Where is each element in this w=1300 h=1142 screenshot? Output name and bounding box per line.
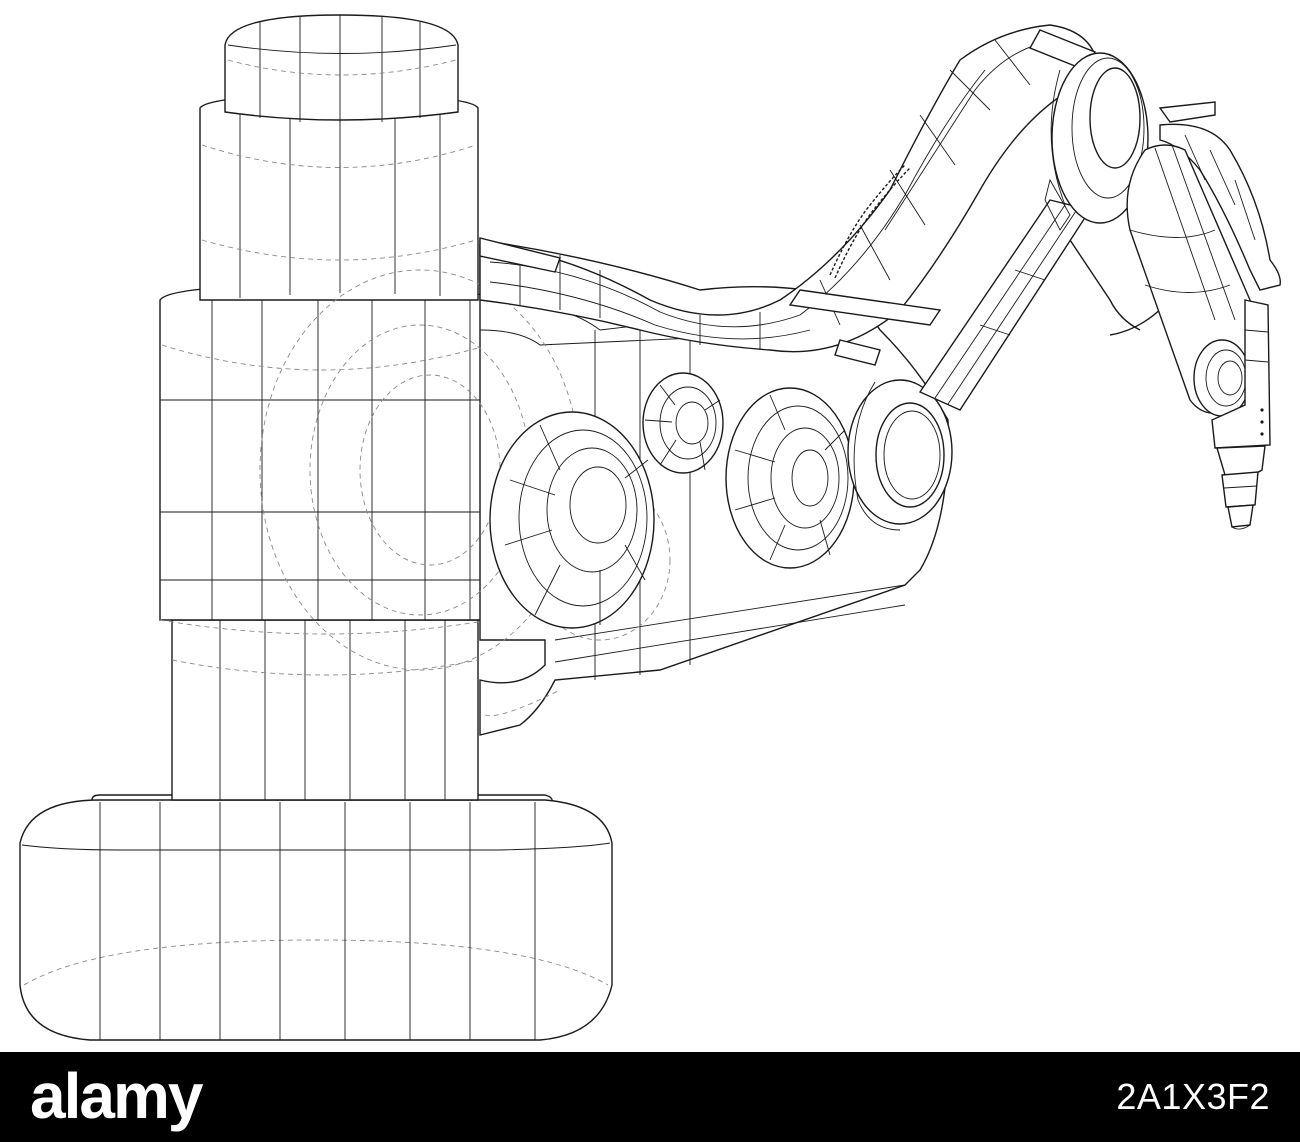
image-id-label: 2A1X3F2: [1116, 1076, 1270, 1117]
joint-disc-left: [489, 411, 655, 629]
joint-disc-elbow: [847, 379, 953, 531]
robot-column: [159, 14, 491, 801]
brand-logo[interactable]: alamy: [30, 1060, 203, 1132]
joint-disc-small: [642, 372, 724, 474]
robotic-arm-illustration: [19, 14, 1281, 1041]
shoulder-joint: [1044, 52, 1149, 231]
upper-arm-beam: [479, 24, 1096, 366]
robotic-arm-wireframe-icon: [19, 14, 1281, 1041]
watermark-footer-bar: alamy 2A1X3F2: [0, 1052, 1300, 1142]
joint-disc-middle: [725, 387, 855, 569]
robot-base-platform: [19, 794, 613, 1041]
wrist-tool-head: [1126, 101, 1281, 530]
